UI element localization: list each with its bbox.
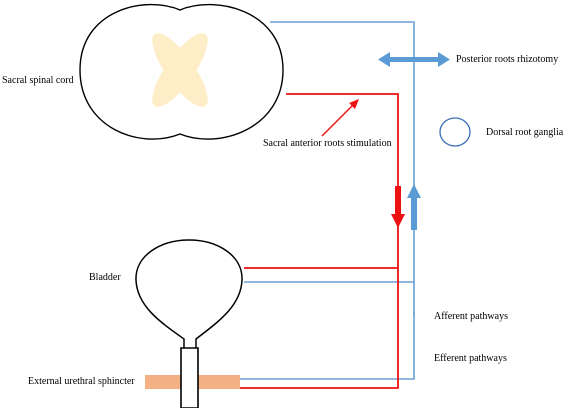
efferent-pathways-label: Efferent pathways [434, 353, 507, 364]
stimulation-pointer-arrow [321, 99, 359, 137]
grey-matter-butterfly [152, 33, 208, 107]
dorsal-root-ganglion [439, 117, 471, 147]
efferent-direction-arrow [391, 186, 405, 228]
efferent-pathway-lines [240, 93, 399, 389]
dorsal-root-ganglia-label: Dorsal root ganglia [486, 127, 564, 138]
bladder-label: Bladder [89, 272, 121, 283]
afferent-line-sphincter [240, 312, 415, 380]
anterior-stimulation-label: Sacral anterior roots stimulation [263, 138, 392, 149]
urethra-outline [180, 347, 199, 408]
afferent-line-cord [270, 21, 415, 315]
afferent-pathways-label: Afferent pathways [434, 311, 508, 322]
rhizotomy-label: Posterior roots rhizotomy [456, 54, 559, 65]
efferent-line-cord [240, 93, 399, 389]
spinal-cord-label: Sacral spinal cord [2, 75, 74, 86]
sphincter-label: External urethral sphincter [28, 376, 135, 387]
rhizotomy-double-arrow [378, 52, 450, 67]
afferent-direction-arrow [407, 184, 421, 230]
bladder-outline [135, 239, 243, 348]
